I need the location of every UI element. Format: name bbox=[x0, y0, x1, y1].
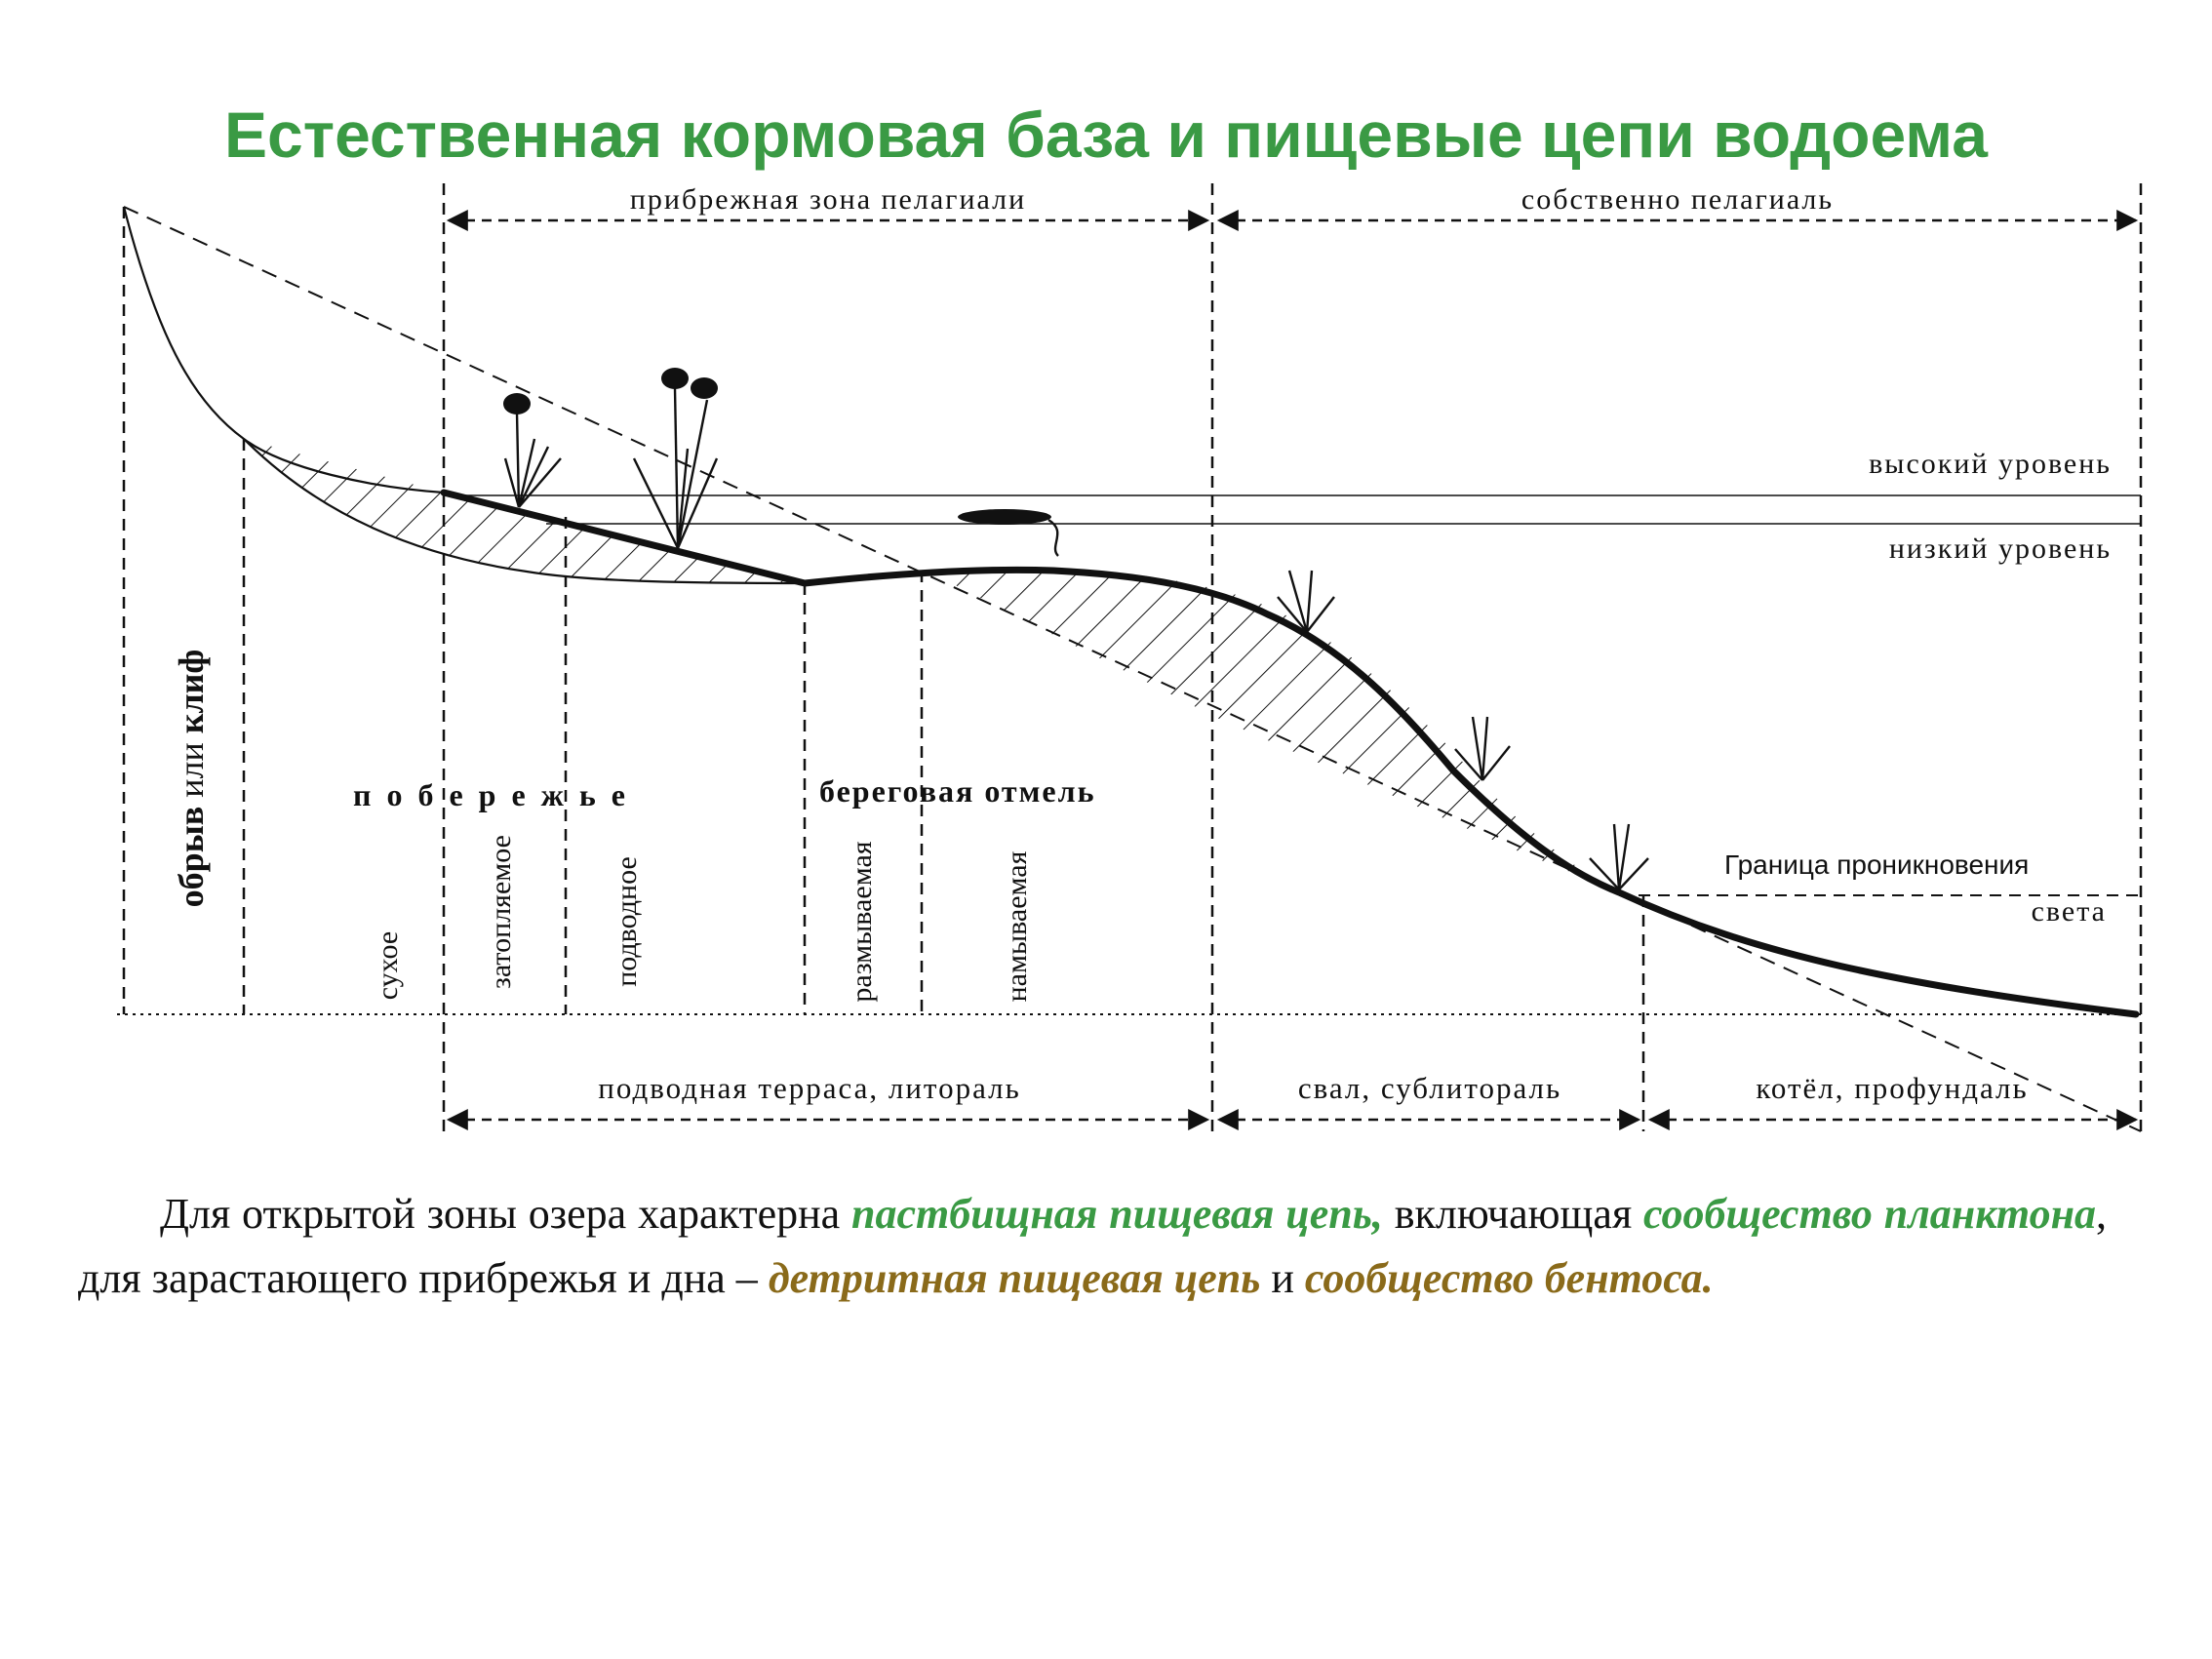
highlight-detritus-chain: детритная пищевая цепь bbox=[768, 1254, 1261, 1302]
para-text-3: , для зарастающего прибрежья и дна – bbox=[78, 1190, 2107, 1302]
slide-title: Естественная кормовая база и пищевые цеп… bbox=[224, 99, 1988, 171]
label-light-boundary-2: света bbox=[2032, 895, 2107, 928]
label-basin: котёл, профундаль bbox=[1756, 1071, 2028, 1105]
lower-arc bbox=[243, 438, 806, 585]
label-coastal-zone: прибрежная зона пелагиали bbox=[630, 183, 1026, 216]
hatched-slope-fill bbox=[927, 568, 1609, 888]
label-underwater: подводное bbox=[611, 856, 643, 987]
para-text-2: включающая bbox=[1382, 1190, 1644, 1238]
plant-1-icon bbox=[503, 393, 562, 508]
dashed-slope-line bbox=[123, 206, 2142, 1132]
description-paragraph: Для открытой зоны озера характерна пастб… bbox=[78, 1182, 2107, 1311]
label-shoal: береговая отмель bbox=[819, 773, 1095, 809]
floating-plant-icon bbox=[958, 509, 1059, 557]
label-terrace: подводная терраса, литораль bbox=[598, 1071, 1020, 1105]
label-flooded: затопляемое bbox=[485, 835, 517, 989]
label-slope: свал, сублитораль bbox=[1298, 1071, 1561, 1105]
label-eroded: размываемая bbox=[846, 841, 878, 1002]
plant-2-icon bbox=[632, 368, 719, 549]
label-deposited: намываемая bbox=[1001, 850, 1033, 1002]
para-text-4: и bbox=[1260, 1254, 1305, 1302]
label-dry: сухое bbox=[372, 931, 404, 1000]
label-cliff: обрыв или клиф bbox=[172, 650, 211, 908]
bottom-profile bbox=[440, 489, 2140, 1018]
vertical-dividers bbox=[122, 183, 2143, 1131]
label-shore: п о б е р е ж ь е bbox=[353, 777, 629, 812]
benthic-plant-2-icon bbox=[1454, 716, 1511, 781]
label-open-zone: собственно пелагиаль bbox=[1521, 183, 1834, 216]
benthic-plant-3-icon bbox=[1589, 823, 1649, 890]
cliff-profile bbox=[122, 206, 445, 494]
label-light-boundary-1: Граница проникновения bbox=[1724, 849, 2029, 880]
benthic-plant-1-icon bbox=[1277, 570, 1335, 633]
para-text-1: Для открытой зоны озера характерна bbox=[160, 1190, 852, 1238]
highlight-plankton: сообщество планктона bbox=[1643, 1190, 2096, 1238]
label-low-level: низкий уровень bbox=[1889, 533, 2112, 565]
highlight-benthos: сообщество бентоса. bbox=[1304, 1254, 1714, 1302]
highlight-grazing-chain: пастбищная пищевая цепь, bbox=[851, 1190, 1383, 1238]
label-high-level: высокий уровень bbox=[1869, 448, 2112, 480]
